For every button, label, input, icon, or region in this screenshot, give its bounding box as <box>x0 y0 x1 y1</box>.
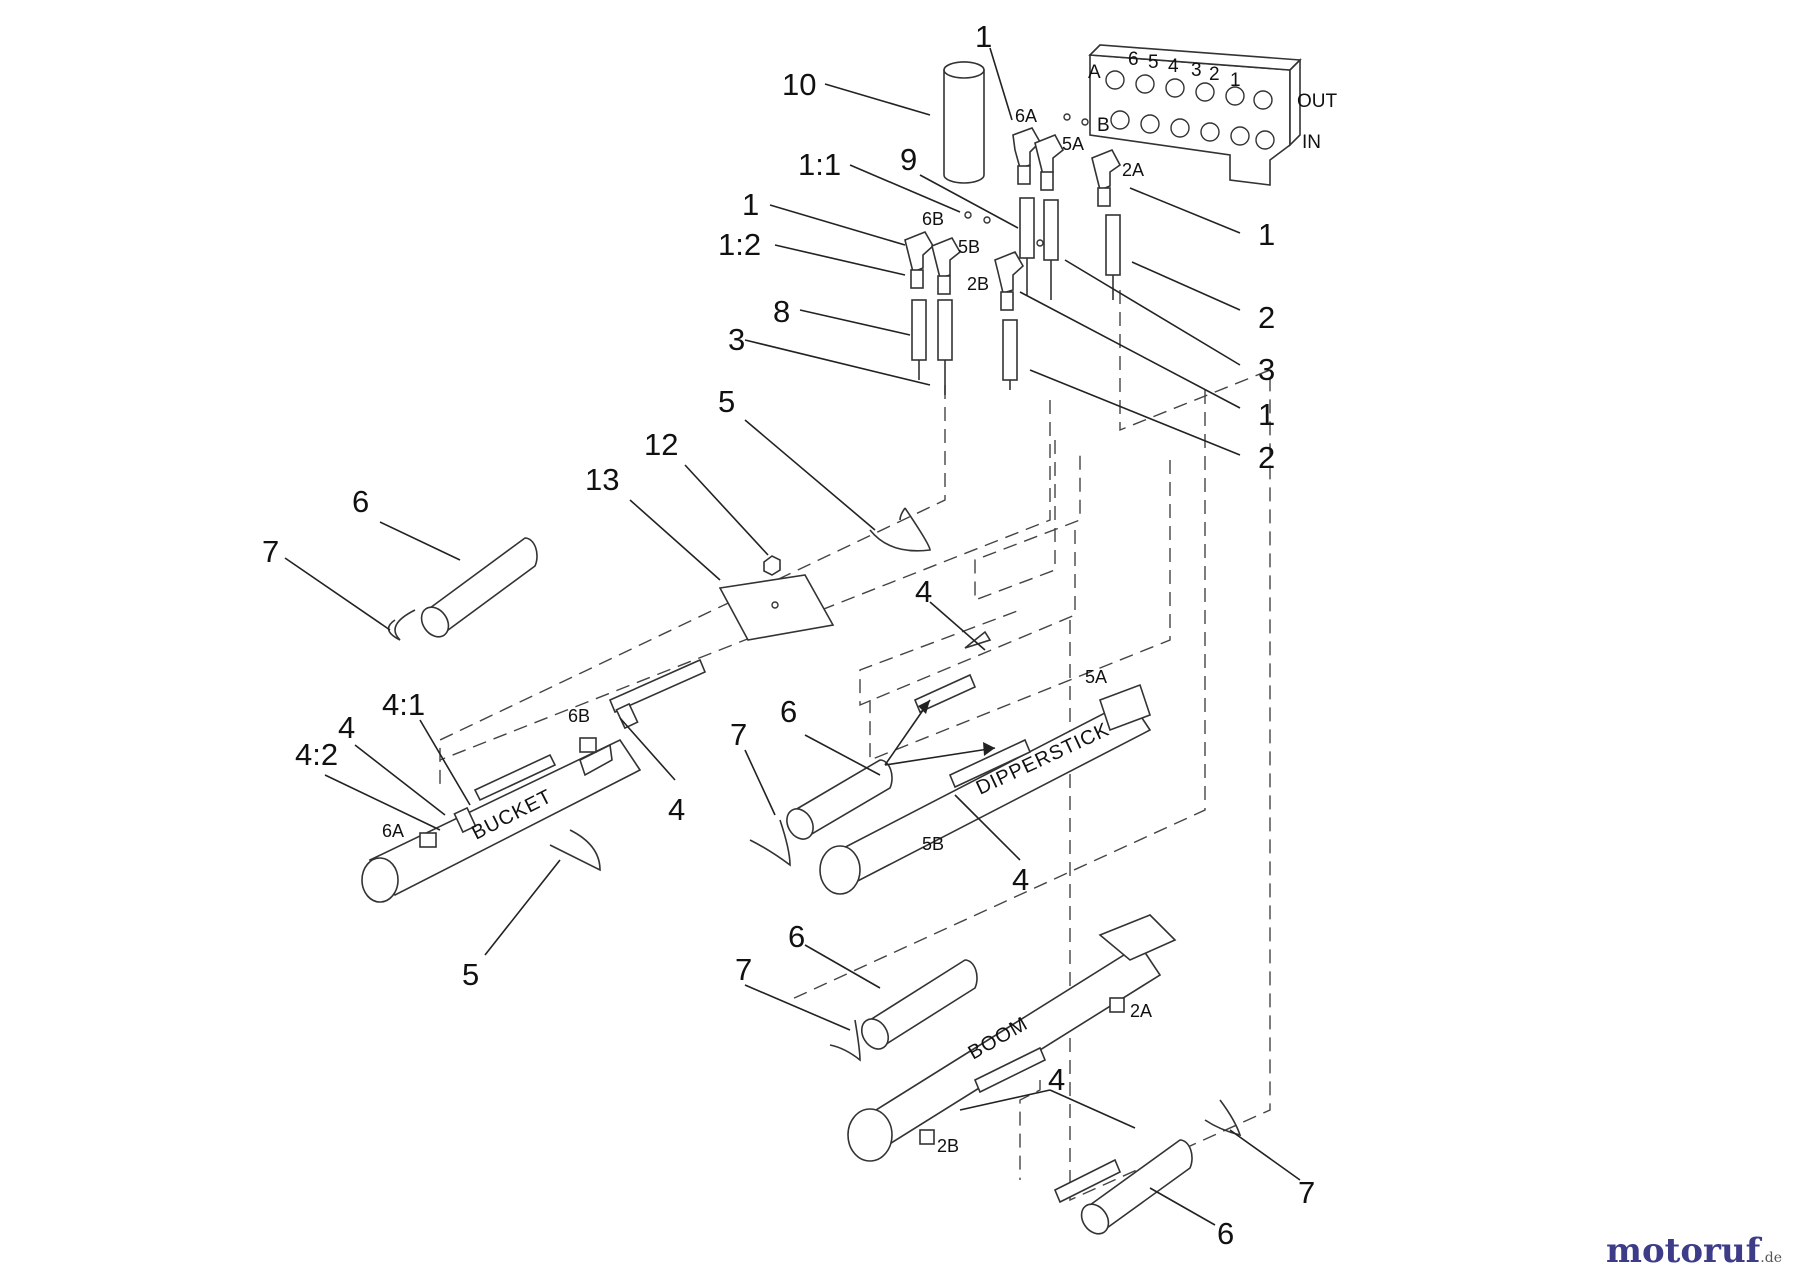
clamp-7-mid <box>749 819 791 867</box>
valve-port-a-label: A <box>1088 62 1101 83</box>
hose-sleeve-10 <box>943 61 985 184</box>
callout-numbers: 1 10 1:1 9 1 1:2 8 3 1 2 3 1 2 5 12 13 6… <box>262 19 1315 1251</box>
valve-in-label: IN <box>1302 132 1321 153</box>
callout-8: 8 <box>773 294 790 329</box>
callout-12: 12 <box>644 427 678 462</box>
tag-6A-bucket: 6A <box>382 821 404 841</box>
valve-section-6: 6 <box>1128 49 1139 70</box>
valve-ports-out <box>1105 70 1273 110</box>
callout-4-b: 4 <box>338 710 355 745</box>
elbow-fittings <box>904 127 1122 311</box>
callout-1-a: 1 <box>975 19 992 54</box>
callout-4-d: 4 <box>1012 862 1029 897</box>
clamp-7-right <box>1204 1099 1242 1137</box>
sleeves-6 <box>420 537 1193 1235</box>
tag-6B-bucket: 6B <box>568 706 590 726</box>
callout-2-a: 2 <box>1258 300 1275 335</box>
callout-4-c: 4 <box>668 792 685 827</box>
tag-5A-valve: 5A <box>1062 134 1084 154</box>
callout-7-d: 7 <box>1298 1175 1315 1210</box>
callout-13: 13 <box>585 462 619 497</box>
valve-section-2: 2 <box>1209 64 1220 85</box>
callout-1-2: 1:2 <box>718 227 761 262</box>
callout-3-b: 3 <box>1258 352 1275 387</box>
valve-section-5: 5 <box>1148 52 1159 73</box>
callout-5-a: 5 <box>718 384 735 419</box>
callout-1-d: 1 <box>1258 397 1275 432</box>
hose-routing-lines <box>439 290 1271 1202</box>
callout-5-b: 5 <box>462 957 479 992</box>
tag-2B-hose: 2B <box>967 274 989 294</box>
control-valve: 6 5 4 3 2 1 A B OUT IN <box>1088 44 1338 186</box>
valve-out-label: OUT <box>1297 91 1338 112</box>
tag-6A-valve: 6A <box>1015 106 1037 126</box>
valve-ports-in <box>1110 110 1275 150</box>
tag-5A-dipper: 5A <box>1085 667 1107 687</box>
callout-4-a: 4 <box>915 574 932 609</box>
clamp-5-bottom <box>549 829 601 872</box>
callout-1-c: 1 <box>1258 217 1275 252</box>
callout-2-b: 2 <box>1258 440 1275 475</box>
tag-6B-hose: 6B <box>922 209 944 229</box>
tag-2A-boom: 2A <box>1130 1001 1152 1021</box>
callout-6-d: 6 <box>1217 1216 1234 1251</box>
callout-9: 9 <box>900 142 917 177</box>
watermark-logo: motoruf.de <box>1606 1231 1782 1271</box>
hose-ends-top <box>911 113 1121 395</box>
clamp-7-left <box>387 609 416 641</box>
valve-section-4: 4 <box>1168 56 1179 77</box>
leader-lines <box>284 47 1301 1226</box>
valve-port-b-label: B <box>1097 115 1110 136</box>
callout-1-1: 1:1 <box>798 147 841 182</box>
tag-5B-dipper: 5B <box>922 834 944 854</box>
callout-7-b: 7 <box>730 717 747 752</box>
routing-arrows <box>884 699 996 766</box>
nut-12 <box>763 555 781 576</box>
dipperstick-cylinder <box>819 630 1152 895</box>
clamp-5-top <box>869 507 931 552</box>
clamp-7-boom <box>829 1019 861 1062</box>
callout-7-c: 7 <box>735 952 752 987</box>
tag-2B-boom: 2B <box>937 1136 959 1156</box>
callout-1-b: 1 <box>742 187 759 222</box>
callout-6-c: 6 <box>788 919 805 954</box>
boom-cylinder <box>847 914 1177 1204</box>
callout-7-a: 7 <box>262 534 279 569</box>
valve-section-1: 1 <box>1230 70 1241 91</box>
callout-6-a: 6 <box>352 484 369 519</box>
callout-3-a: 3 <box>728 322 745 357</box>
tag-5B-hose: 5B <box>958 237 980 257</box>
callout-6-b: 6 <box>780 694 797 729</box>
callout-10: 10 <box>782 67 816 102</box>
tag-2A-valve: 2A <box>1122 160 1144 180</box>
callout-4-e: 4 <box>1048 1062 1065 1097</box>
mounting-plate-13 <box>718 574 835 641</box>
callout-4-1: 4:1 <box>382 687 425 722</box>
valve-section-3: 3 <box>1191 60 1202 81</box>
callout-4-2: 4:2 <box>295 737 338 772</box>
port-tags: 6A 5A 2A 6B 5B 2B 6B 6A 5A 5B 2A 2B <box>382 106 1152 1156</box>
bucket-cylinder <box>361 658 707 903</box>
